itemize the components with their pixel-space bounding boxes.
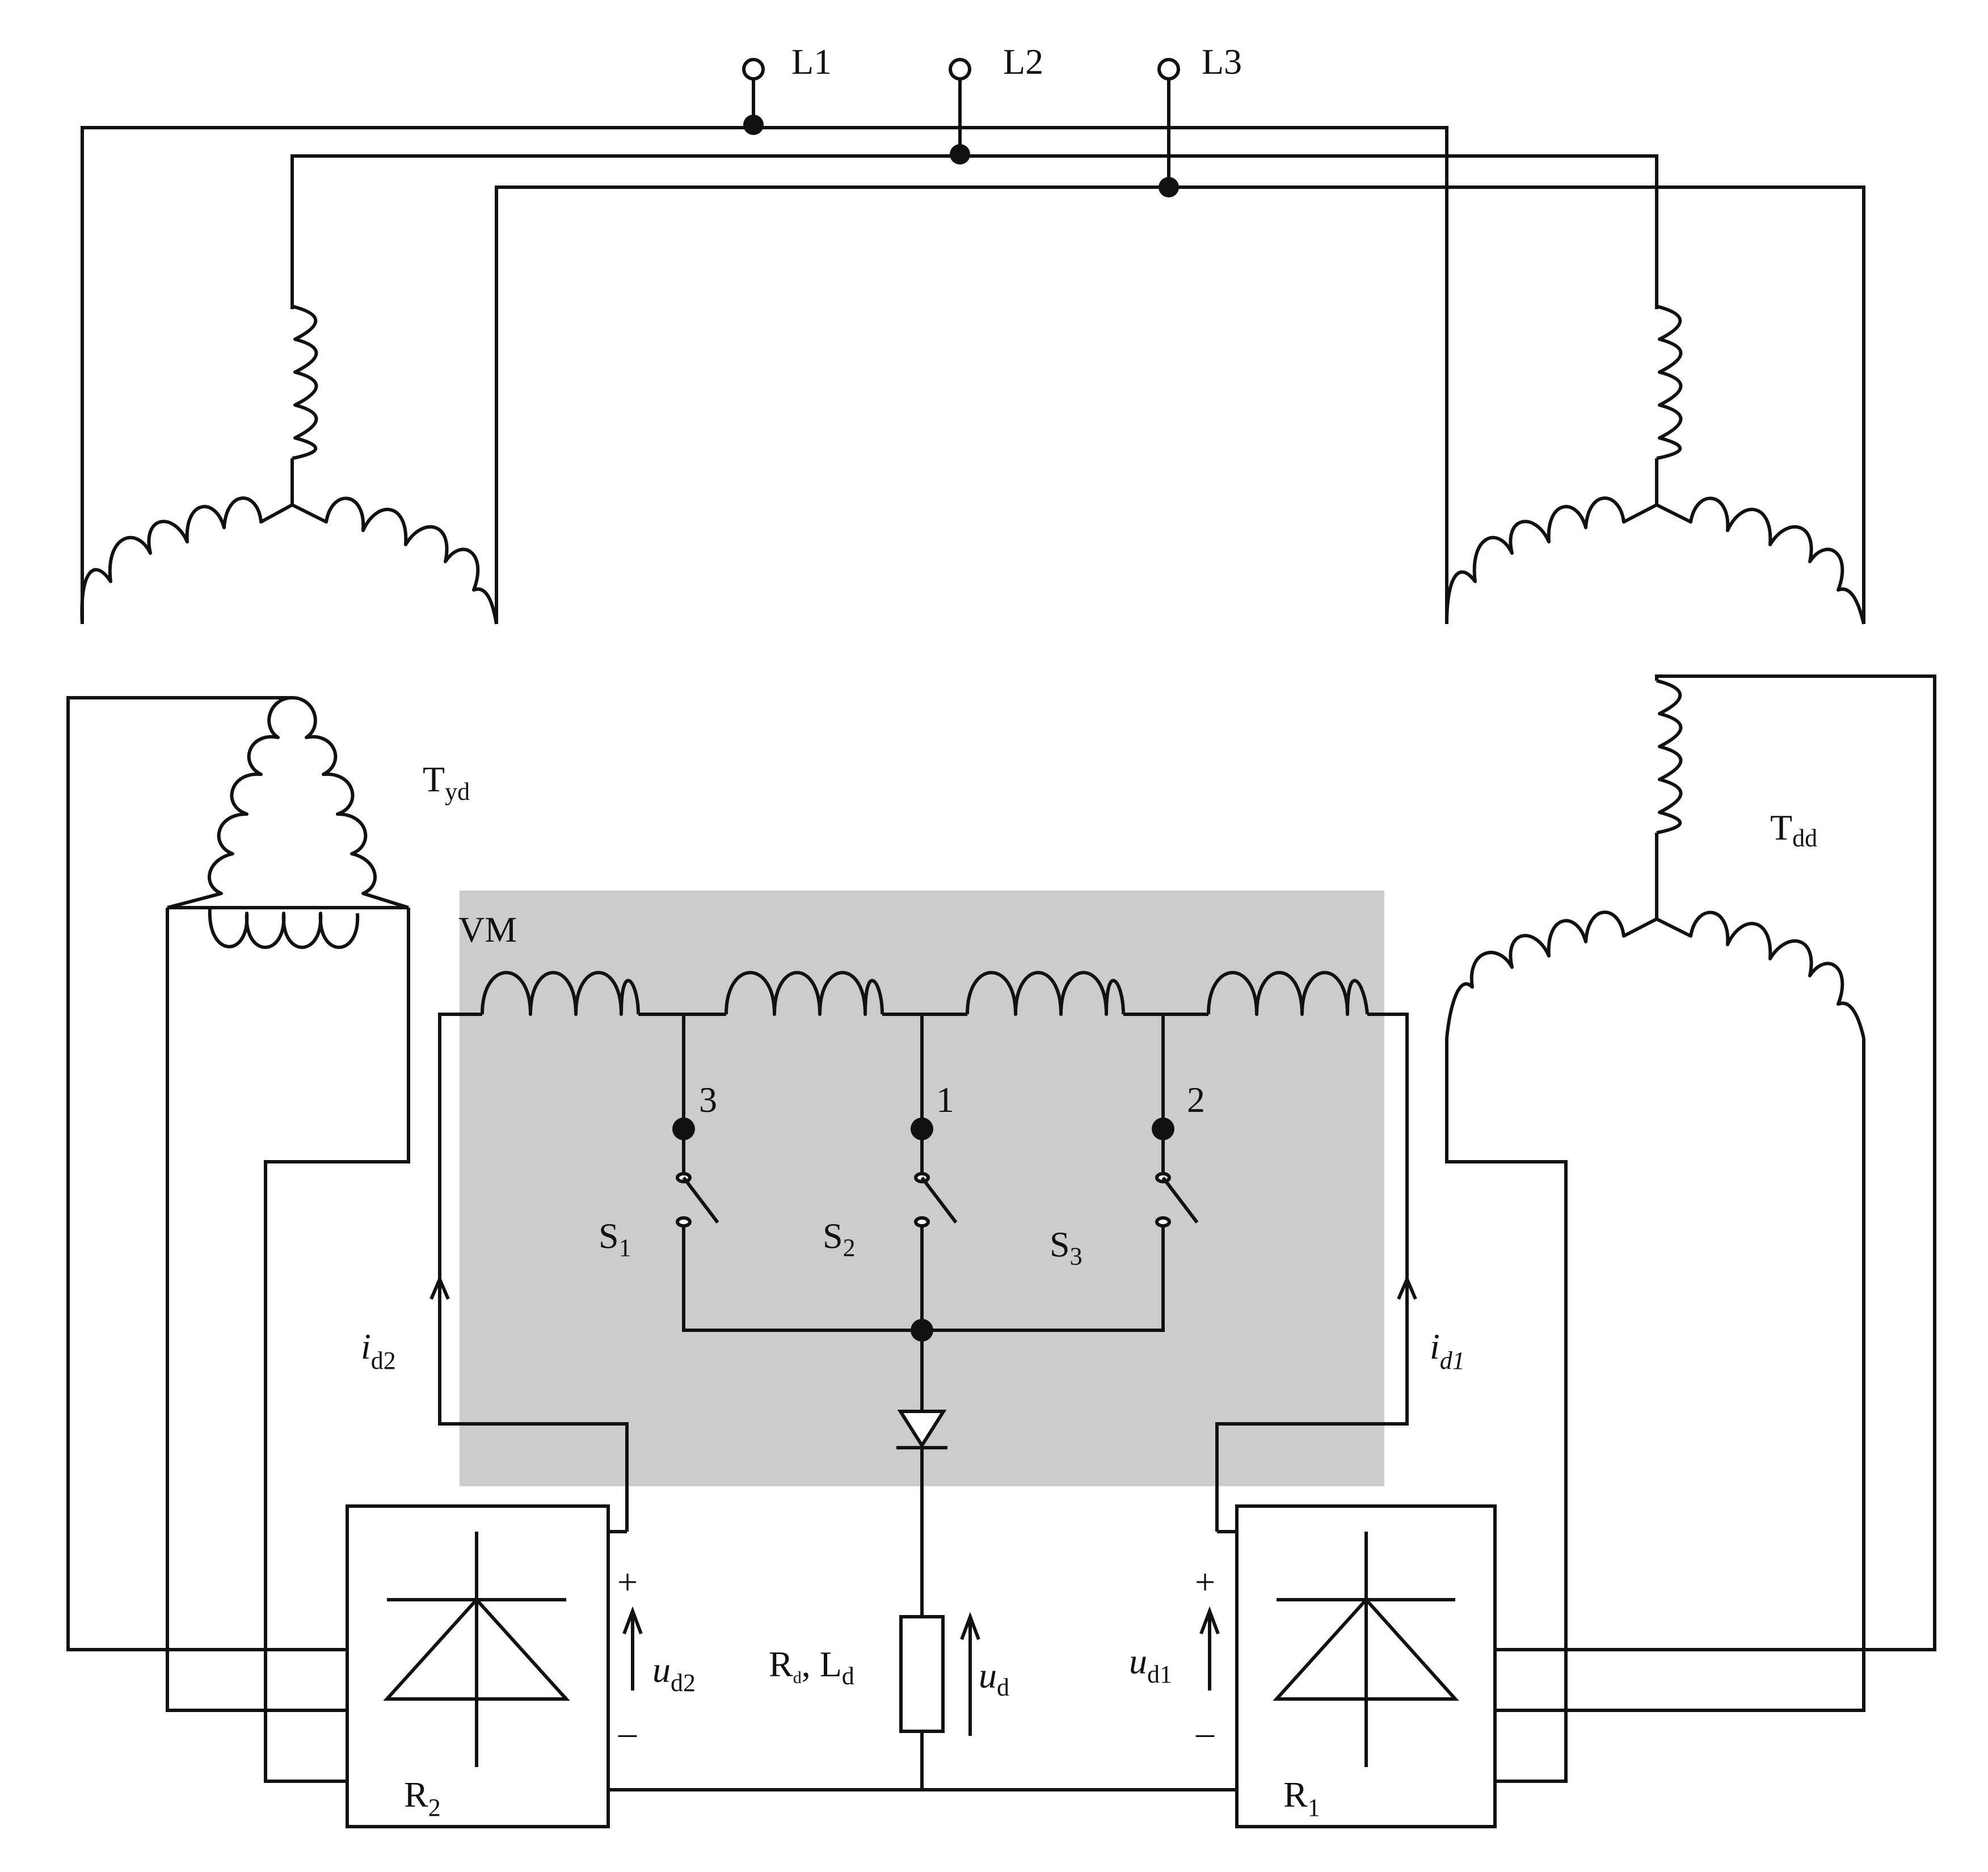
label-ud1: ud1 xyxy=(1129,1641,1172,1688)
label-tap-1: 1 xyxy=(936,1080,954,1120)
primary-winding-right xyxy=(1445,305,1865,625)
label-tdd: Tdd xyxy=(1770,807,1817,852)
terminal-label-l1: L1 xyxy=(791,41,832,82)
wire-id1-path xyxy=(1215,1013,1409,1532)
supply-bus-l1 xyxy=(81,126,1448,624)
wire-tdd-left-to-r1 xyxy=(1445,1038,1568,1783)
wire-tyd-right-to-r2 xyxy=(264,908,410,1783)
label-s3: S3 xyxy=(1050,1224,1083,1270)
label-r1: R1 xyxy=(1283,1774,1320,1822)
label-r2-minus: – xyxy=(618,1712,637,1752)
wire-tyd-top-to-r2 xyxy=(66,696,347,1651)
switch-s2 xyxy=(914,1172,958,1228)
voltage-arrow-ud2 xyxy=(622,1606,643,1690)
current-arrow-id2 xyxy=(429,1275,450,1322)
rectifier-r2 xyxy=(346,1504,610,1828)
vm-coils xyxy=(481,971,1369,1016)
primary-winding-left xyxy=(80,303,498,625)
terminal-label-l2: L2 xyxy=(1003,41,1043,82)
wire-tdd-top-to-r1 xyxy=(1493,674,1936,1651)
label-s1: S1 xyxy=(599,1216,631,1262)
label-r2-plus: + xyxy=(617,1562,638,1602)
label-tyd: Tyd xyxy=(423,759,470,806)
terminal-l1 xyxy=(742,58,765,81)
label-id2: id2 xyxy=(361,1326,396,1375)
label-r2: R2 xyxy=(404,1774,441,1822)
rectifier-r1 xyxy=(1235,1504,1497,1828)
terminal-label-l3: L3 xyxy=(1202,41,1242,82)
terminal-l3 xyxy=(1157,58,1180,81)
label-ud: ud xyxy=(979,1655,1009,1701)
label-ud2: ud2 xyxy=(652,1650,696,1697)
label-tap-2: 2 xyxy=(1187,1080,1205,1120)
junction-l1 xyxy=(743,115,764,135)
label-r1-minus: – xyxy=(1195,1712,1215,1752)
label-id1: id1 xyxy=(1430,1326,1465,1375)
terminal-l2 xyxy=(949,58,971,81)
switch-s1 xyxy=(676,1172,719,1228)
secondary-winding-tyd xyxy=(167,696,409,949)
label-s2: S2 xyxy=(823,1216,856,1262)
label-vm: VM xyxy=(458,909,517,950)
label-load: Rd, Ld xyxy=(769,1644,854,1690)
wire-tyd-left-to-r2 xyxy=(166,908,347,1712)
label-tap-3: 3 xyxy=(699,1080,717,1120)
wire-id2-path xyxy=(438,1013,629,1532)
junction-l3 xyxy=(1159,177,1179,197)
label-r1-plus: + xyxy=(1195,1562,1215,1602)
supply-bus-l2 xyxy=(290,154,1658,309)
current-arrow-id1 xyxy=(1397,1275,1417,1322)
load-resistor xyxy=(899,1615,945,1733)
supply-bus-l3 xyxy=(495,185,1865,624)
secondary-winding-tdd xyxy=(1445,679,1865,1039)
voltage-arrow-ud xyxy=(960,1612,980,1736)
diode xyxy=(896,1410,947,1449)
voltage-arrow-ud1 xyxy=(1199,1606,1220,1690)
wire-tdd-right-to-r1 xyxy=(1493,1038,1865,1712)
junction-l2 xyxy=(950,144,970,165)
